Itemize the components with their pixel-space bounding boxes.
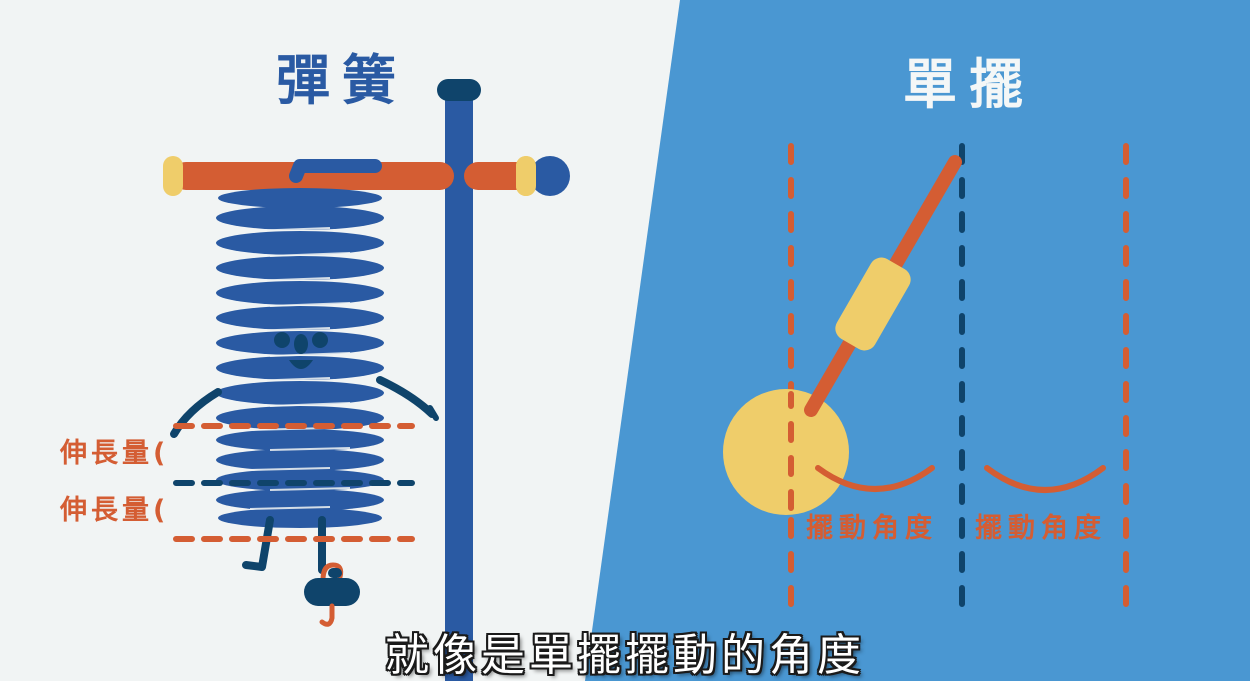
weight-hook-bottom	[319, 603, 335, 627]
spring-face	[274, 332, 328, 369]
weight-cap	[328, 568, 342, 578]
pendulum-bob	[723, 389, 849, 515]
hanging-weight	[304, 578, 360, 606]
pendulum-title: 單擺	[903, 53, 1035, 116]
horizontal-rod	[172, 162, 454, 190]
rod-end-cap-right-front	[516, 156, 536, 196]
subtitle-text: 就像是單擺擺動的角度	[385, 630, 865, 681]
spring-coils	[216, 188, 384, 528]
swing-angle-label-right: 擺動角度	[975, 513, 1107, 544]
stand-pole-cap	[437, 79, 481, 101]
video-subtitle: 就像是單擺擺動的角度	[0, 619, 1250, 681]
spring-hook	[289, 159, 382, 183]
extension-label-upper: 伸長量(	[60, 438, 170, 469]
spring-hand-right	[427, 405, 439, 421]
right-panel-background	[585, 0, 1250, 681]
horizontal-rod-right	[464, 162, 530, 190]
spring-leg-left	[242, 516, 274, 571]
swing-angle-label-left: 擺動角度	[806, 513, 938, 544]
extension-label-lower: 伸長量(	[60, 495, 170, 526]
swing-arc-right	[984, 465, 1106, 493]
swing-arc-left	[815, 465, 935, 492]
spring-arm-right	[376, 376, 436, 418]
pendulum-sleeve	[835, 257, 911, 351]
spring-coil-gaps	[249, 227, 351, 510]
rod-end-cap-left	[163, 156, 183, 196]
spring-title: 彈簧	[276, 49, 408, 112]
rod-knob	[530, 156, 570, 196]
spring-arm-left	[170, 388, 222, 438]
